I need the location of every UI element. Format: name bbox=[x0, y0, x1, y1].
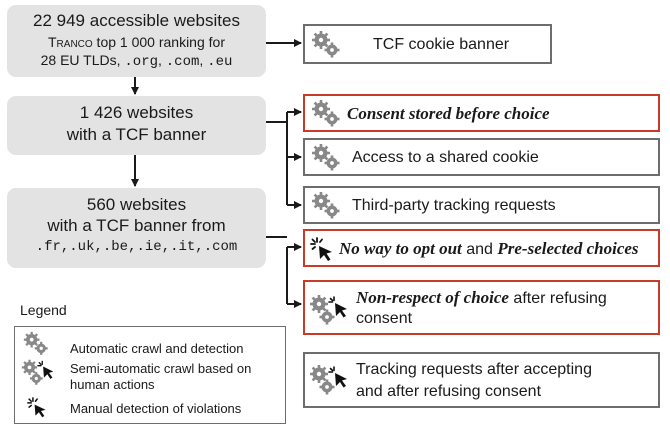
source-box: 22 949 accessible websites Tranco top 1 … bbox=[7, 5, 266, 77]
legend-item-manual: Manual detection of violations bbox=[70, 401, 242, 416]
optout-label: No way to opt out and Pre-selected choic… bbox=[339, 239, 639, 258]
legend-item-semi-automatic-2: human actions bbox=[70, 377, 155, 392]
shared-cookie-label: Access to a shared cookie bbox=[352, 149, 539, 166]
nonrespect-box: Non-respect of choice after refusing con… bbox=[303, 280, 660, 335]
legend-item-semi-automatic-1: Semi-automatic crawl based on bbox=[70, 361, 252, 376]
gears-icon bbox=[23, 331, 49, 362]
tracking-after-box: Tracking requests after accepting and af… bbox=[303, 352, 660, 408]
gears-cursor-icon bbox=[21, 357, 55, 393]
tracking-after-line1: Tracking requests after accepting bbox=[356, 361, 592, 378]
tranco-label: Tranco bbox=[48, 34, 93, 50]
third-party-label: Third-party tracking requests bbox=[352, 197, 556, 214]
gears-icon bbox=[311, 30, 341, 65]
consent-stored-box: Consent stored before choice bbox=[303, 94, 660, 132]
legend-title: Legend bbox=[20, 302, 67, 318]
legend-item-automatic: Automatic crawl and detection bbox=[70, 341, 244, 356]
gears-icon bbox=[311, 99, 341, 134]
legend-box: Automatic crawl and detection Semi-autom… bbox=[14, 326, 286, 424]
gears-icon bbox=[311, 143, 341, 178]
cursor-click-icon bbox=[310, 237, 336, 268]
gears-cursor-icon bbox=[309, 292, 349, 333]
consent-stored-label: Consent stored before choice bbox=[347, 104, 550, 123]
gears-icon bbox=[311, 191, 341, 226]
tcf-banner-box: TCF cookie banner bbox=[303, 24, 552, 64]
tracking-after-line2: and after refusing consent bbox=[356, 383, 542, 400]
subset-box: 560 websites with a TCF banner from .fr,… bbox=[7, 188, 266, 268]
source-count: 22 949 accessible websites bbox=[33, 11, 240, 30]
nonrespect-line1: Non-respect of choice after refusing bbox=[356, 288, 607, 307]
tcf-banner-label: TCF cookie banner bbox=[373, 36, 510, 53]
shared-cookie-box: Access to a shared cookie bbox=[303, 138, 660, 176]
with-banner-box: 1 426 websites with a TCF banner bbox=[7, 96, 266, 155]
nonrespect-line2: consent bbox=[356, 310, 413, 327]
optout-box: No way to opt out and Pre-selected choic… bbox=[303, 229, 660, 267]
cursor-click-icon bbox=[27, 397, 49, 424]
gears-cursor-icon bbox=[309, 362, 349, 403]
third-party-box: Third-party tracking requests bbox=[303, 186, 660, 224]
